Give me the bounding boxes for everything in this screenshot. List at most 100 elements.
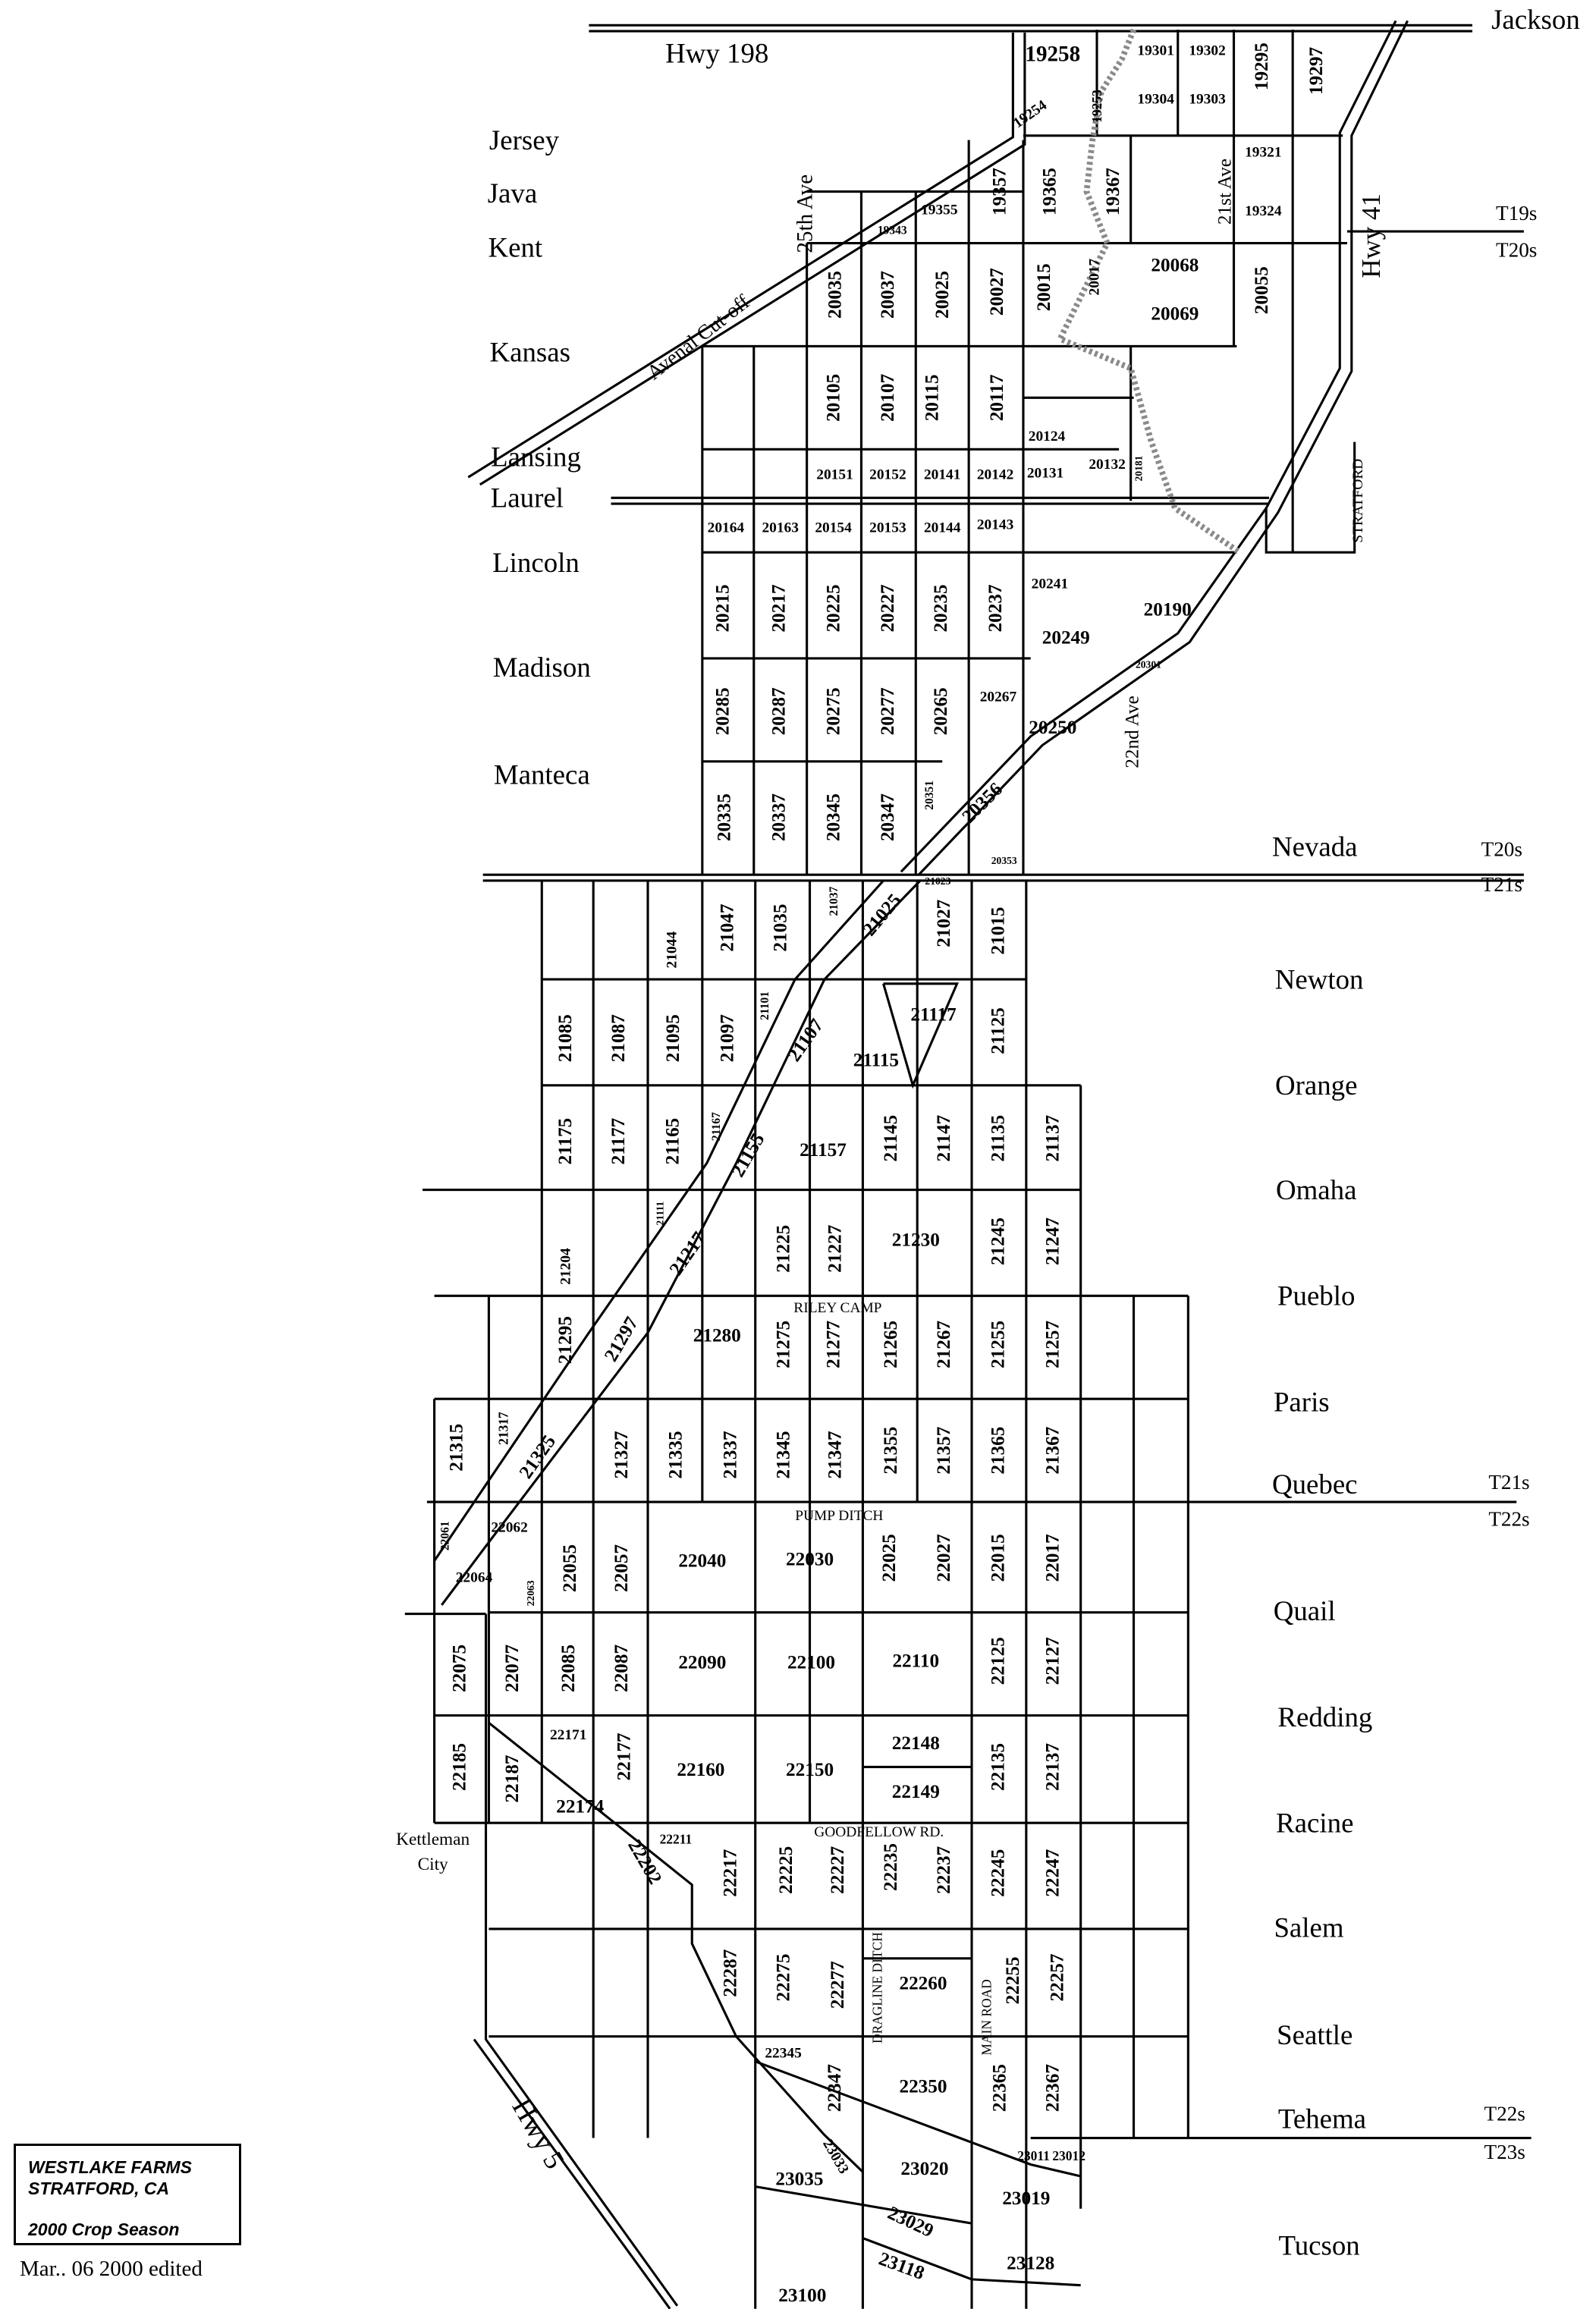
parcel-label: 21230: [892, 1230, 940, 1250]
parcel-label: 20068: [1151, 255, 1199, 275]
parcel-label: 22217: [720, 1849, 740, 1897]
parcel-label: 21085: [555, 1014, 576, 1062]
company-name: WESTLAKE FARMS: [28, 2157, 192, 2177]
parcel-label: 22275: [773, 1953, 793, 2001]
township-label: T21s: [1488, 1471, 1529, 1494]
parcel-label: 20035: [825, 271, 845, 319]
parcel-label: 22085: [558, 1645, 579, 1692]
parcel-label: 22174: [556, 1797, 604, 1817]
parcel-label: 21037: [828, 887, 840, 916]
parcel-label: 19324: [1245, 203, 1282, 219]
road-label-kansas: Kansas: [490, 337, 570, 368]
parcel-label: 21265: [881, 1321, 901, 1368]
township-label: T22s: [1484, 2103, 1525, 2125]
road-label-quebec: Quebec: [1272, 1469, 1358, 1500]
parcel-label: 22135: [988, 1743, 1009, 1791]
parcel-label: 20235: [931, 584, 951, 632]
road-label-tucson: Tucson: [1278, 2230, 1359, 2261]
parcel-label: 21145: [881, 1115, 901, 1162]
parcel-label: 22255: [1003, 1956, 1023, 2004]
parcel-label: 22127: [1043, 1637, 1063, 1685]
parcel-label: 21247: [1043, 1217, 1063, 1265]
road-label-paris: Paris: [1274, 1386, 1330, 1417]
parcel-label: 22110: [892, 1651, 939, 1671]
parcel-label: 23020: [900, 2159, 948, 2179]
parcel-label: 22350: [899, 2076, 947, 2097]
parcel-line: [882, 982, 959, 1089]
parcel-label: 20105: [823, 374, 844, 422]
parcel-label: 22345: [765, 2045, 801, 2061]
parcel-label: 21155: [727, 1130, 768, 1181]
parcel-label: 20154: [815, 520, 852, 536]
parcel-label: 19297: [1306, 47, 1327, 95]
parcel-label: 22237: [934, 1846, 954, 1894]
label-ave25: 25th Ave: [793, 174, 817, 253]
parcel-label: 19253: [1089, 90, 1104, 123]
parcel-label: 22100: [787, 1652, 835, 1673]
parcel-label: 22148: [892, 1733, 940, 1754]
parcel-label: 21035: [770, 904, 790, 952]
parcel-label: 22257: [1047, 1953, 1067, 2001]
parcel-label: 21027: [934, 900, 954, 947]
parcel-label: 21337: [720, 1431, 740, 1478]
parcel-label: 21044: [664, 931, 680, 969]
parcel-label: 21135: [988, 1115, 1009, 1162]
label-goodfellow: GOODFELLOW RD.: [814, 1824, 944, 1840]
parcel-line: [862, 2237, 1081, 2287]
road-label-jersey: Jersey: [489, 124, 560, 156]
parcel-label: 20285: [713, 687, 734, 735]
parcel-label: 20117: [987, 375, 1007, 422]
parcel-label: 22187: [502, 1755, 523, 1802]
avenal-cutoff: [479, 32, 1026, 486]
road-label-quail: Quail: [1274, 1595, 1336, 1626]
township-label: T21s: [1481, 873, 1522, 896]
parcel-label: 21157: [800, 1140, 847, 1161]
parcel-label: 21295: [555, 1316, 576, 1364]
parcel-label: 20267: [980, 690, 1017, 705]
parcel-line: [755, 2185, 972, 2225]
road-label-salem: Salem: [1274, 1912, 1343, 1943]
township-label: T20s: [1496, 238, 1537, 261]
parcel-label: 20249: [1042, 627, 1090, 648]
aqueduct: [433, 879, 884, 1562]
parcel-label: 19258: [1025, 42, 1080, 67]
parcel-label: 20027: [987, 268, 1007, 316]
parcel-label: 22062: [491, 1519, 527, 1535]
parcel-label: 22090: [678, 1652, 726, 1673]
parcel-label: 19321: [1245, 145, 1281, 161]
parcel-label: 22125: [988, 1637, 1009, 1685]
parcel-label: 21095: [663, 1014, 683, 1062]
parcel-label: 19365: [1040, 168, 1060, 215]
parcel-label: 22347: [825, 2064, 845, 2112]
road-label-newton: Newton: [1275, 963, 1364, 994]
parcel-label: 22185: [449, 1743, 470, 1791]
parcel-label: 19301: [1137, 43, 1173, 59]
parcel-label: 21137: [1043, 1115, 1063, 1162]
parcel-label: 22211: [660, 1831, 693, 1846]
parcel-label: 22260: [899, 1973, 947, 1993]
hwy-5: [484, 1613, 679, 2307]
label-ave22: 22nd Ave: [1122, 696, 1142, 768]
parcel-label: 21167: [710, 1112, 723, 1141]
parcel-label: 22149: [892, 1782, 940, 1802]
parcel-label: 22040: [678, 1550, 726, 1571]
township-label: T20s: [1481, 837, 1522, 860]
label-hwy41: Hwy 41: [1356, 193, 1386, 278]
parcel-label: 21255: [988, 1321, 1009, 1368]
parcel-label: 21227: [825, 1225, 845, 1273]
parcel-label: 20142: [977, 467, 1013, 483]
parcel-label: 22064: [456, 1569, 493, 1585]
title-block: WESTLAKE FARMS STRATFORD, CA 2000 Crop S…: [14, 2144, 241, 2245]
parcel-label: 20164: [708, 520, 745, 536]
parcel-label: 23100: [778, 2285, 826, 2306]
parcel-label: 21267: [934, 1321, 954, 1368]
parcel-label: 20151: [816, 467, 853, 483]
parcel-label: 21357: [934, 1427, 954, 1475]
parcel-label: 21177: [608, 1118, 629, 1165]
parcel-label: 23035: [775, 2169, 823, 2190]
parcel-label: 23029: [884, 2203, 937, 2241]
parcel-label: 21115: [853, 1051, 899, 1071]
parcel-label: 21111: [655, 1202, 666, 1226]
